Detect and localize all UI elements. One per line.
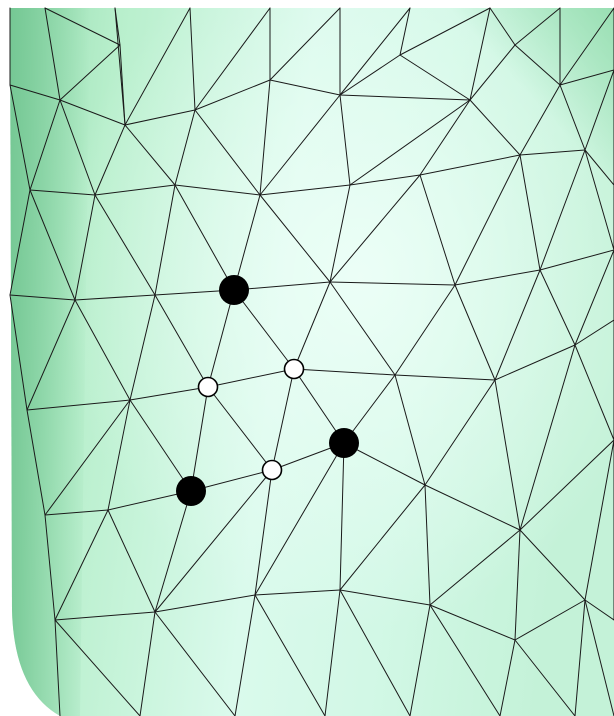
filled-vertex-marker xyxy=(219,275,249,305)
filled-vertex-marker xyxy=(176,476,206,506)
hollow-vertex-marker xyxy=(263,461,282,480)
hollow-vertex-marker xyxy=(199,378,218,397)
mesh-surface xyxy=(10,8,614,716)
hollow-vertex-marker xyxy=(285,360,304,379)
filled-vertex-marker xyxy=(329,428,359,458)
surface-left-shadow xyxy=(10,8,90,716)
